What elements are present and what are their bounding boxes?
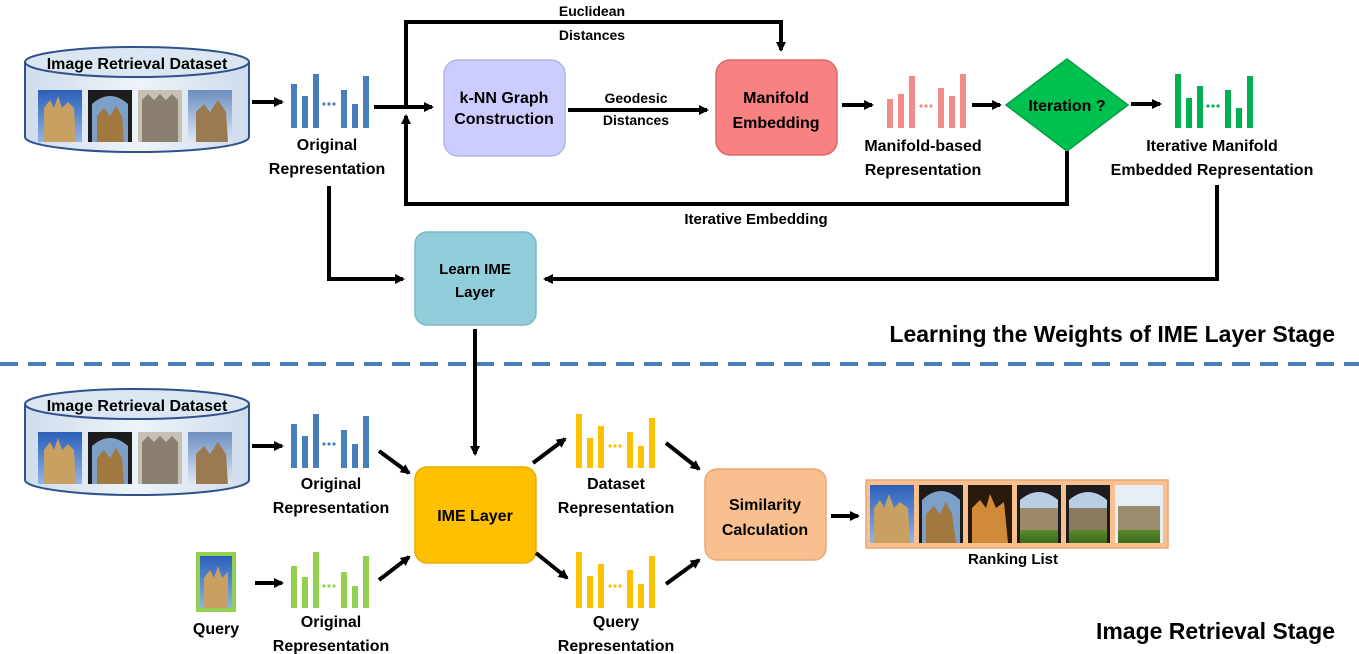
learning-stage-title: Learning the Weights of IME Layer Stage: [889, 321, 1335, 347]
ime-layer-box: IME Layer: [414, 466, 537, 564]
arrow-query-original-to-ime: [377, 555, 411, 582]
manifold-embedding-box: Manifold Embedding: [715, 59, 838, 156]
iterative-manifold-label-1: Iterative Manifold: [1146, 138, 1278, 155]
manifold-label-1: Manifold: [743, 90, 809, 107]
euclidean-label-1: Euclidean: [559, 3, 625, 19]
knn-graph-box: k-NN Graph Construction: [443, 59, 566, 157]
manifold-label-2: Embedding: [732, 115, 819, 132]
dataset-thumbnails: [38, 90, 232, 142]
similarity-label-2: Calculation: [722, 522, 808, 539]
query-original-label-1: Original: [301, 614, 361, 631]
original-representation-label-bottom-2: Representation: [273, 500, 389, 517]
dataset-representation-label-2: Representation: [558, 500, 674, 517]
iteration-label: Iteration ?: [1028, 98, 1105, 115]
retrieval-stage-title: Image Retrieval Stage: [1096, 618, 1335, 644]
query-representation-label-1: Query: [593, 614, 639, 631]
query-original-label-2: Representation: [273, 638, 389, 654]
arrow-euclidean-distances: [404, 20, 786, 107]
euclidean-label-2: Distances: [559, 27, 625, 43]
dataset-cylinder-top: Image Retrieval Dataset: [24, 46, 250, 153]
arrow-ime-to-dataset-rep: [531, 437, 567, 465]
learn-label-2: Layer: [455, 284, 495, 301]
iterative-manifold-bars: [1175, 74, 1253, 128]
geodesic-label-1: Geodesic: [604, 90, 667, 106]
dataset-label-bottom: Image Retrieval Dataset: [47, 398, 228, 415]
arrow-ime-to-query-rep: [534, 551, 569, 580]
manifold-based-label-2: Representation: [865, 162, 981, 179]
ime-layer-label: IME Layer: [437, 508, 513, 525]
learn-ime-layer-box: Learn IME Layer: [414, 231, 537, 326]
manifold-based-representation-bars: [887, 74, 966, 128]
similarity-calculation-box: Similarity Calculation: [704, 468, 827, 561]
arrow-dataset-rep-to-similarity: [664, 441, 701, 471]
query-original-representation-bars: [291, 552, 369, 608]
arrow-iterative-embedding-loop: [401, 114, 1069, 206]
query-image: [196, 552, 236, 612]
arrow-iterative-to-learn: [543, 185, 1219, 284]
similarity-label-1: Similarity: [729, 497, 801, 514]
manifold-based-label-1: Manifold-based: [864, 138, 981, 155]
query-representation-label-2: Representation: [558, 638, 674, 654]
geodesic-label-2: Distances: [603, 112, 669, 128]
iteration-decision: Iteration ?: [1004, 58, 1130, 152]
original-representation-label-top-2: Representation: [269, 161, 385, 178]
dataset-representation-bars: [576, 414, 655, 468]
original-representation-bars-top: [291, 74, 369, 128]
ranking-list-label: Ranking List: [968, 551, 1058, 568]
original-representation-label-bottom-1: Original: [301, 476, 361, 493]
query-representation-bars: [576, 552, 655, 608]
iterative-embedding-label: Iterative Embedding: [684, 211, 827, 228]
dataset-thumbnails-bottom: [38, 432, 232, 484]
ranking-list: [865, 479, 1169, 549]
knn-label-2: Construction: [454, 111, 554, 128]
arrow-original-to-learn: [327, 186, 405, 284]
dataset-cylinder-bottom: Image Retrieval Dataset: [24, 388, 250, 496]
arrow-original-to-ime: [377, 449, 411, 475]
original-representation-bars-bottom: [291, 414, 369, 468]
iterative-manifold-label-2: Embedded Representation: [1111, 162, 1314, 179]
original-representation-label-top-1: Original: [297, 137, 357, 154]
knn-label-1: k-NN Graph: [460, 90, 549, 107]
learn-label-1: Learn IME: [439, 261, 511, 278]
dataset-representation-label-1: Dataset: [587, 476, 645, 493]
arrow-query-rep-to-similarity: [664, 558, 701, 586]
dataset-label: Image Retrieval Dataset: [47, 56, 228, 73]
query-label: Query: [193, 621, 239, 638]
